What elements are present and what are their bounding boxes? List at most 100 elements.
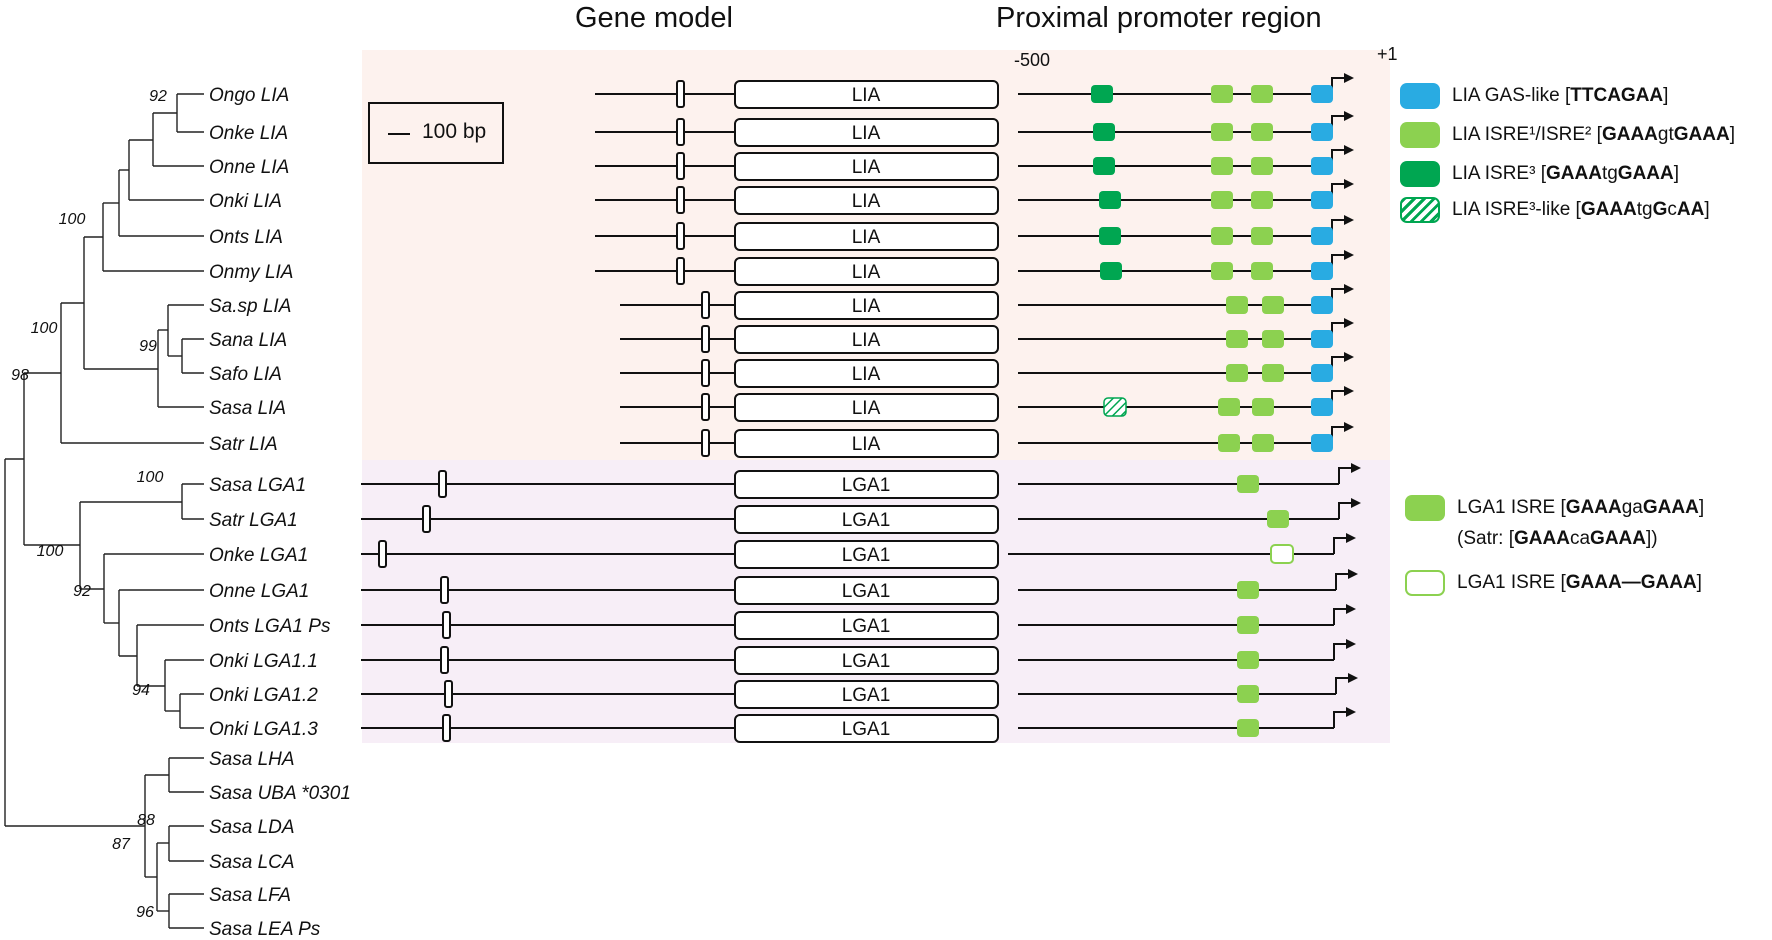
isre3-element bbox=[1100, 262, 1122, 280]
exon-box bbox=[734, 576, 999, 605]
legend-label: LIA ISRE³ [GAAAtgGAAA] bbox=[1452, 163, 1680, 184]
gas-element bbox=[1311, 330, 1333, 348]
tss-arrowhead bbox=[1344, 250, 1354, 260]
exon-label: LIA bbox=[852, 330, 881, 351]
tss-arrow bbox=[1338, 502, 1353, 519]
exon-marker bbox=[676, 152, 685, 180]
taxon-label: Satr LGA1 bbox=[209, 510, 298, 531]
bootstrap-label: 98 bbox=[11, 367, 29, 384]
isre12-element bbox=[1252, 398, 1274, 416]
exon-marker bbox=[440, 646, 449, 674]
taxon-label: Sasa LEA Ps bbox=[209, 919, 321, 940]
taxon-label: Onmy LIA bbox=[209, 262, 293, 283]
bootstrap-label: 88 bbox=[137, 812, 155, 829]
exon-box bbox=[734, 611, 999, 640]
exon-label: LIA bbox=[852, 262, 881, 283]
legend-swatch bbox=[1405, 495, 1445, 521]
exon-box bbox=[734, 429, 999, 458]
isre12-element bbox=[1251, 157, 1273, 175]
tss-arrow bbox=[1333, 537, 1348, 554]
isre3-element bbox=[1099, 191, 1121, 209]
exon-marker bbox=[701, 291, 710, 319]
exon-marker bbox=[442, 714, 451, 742]
exon-marker bbox=[676, 118, 685, 146]
isre12-element bbox=[1211, 227, 1233, 245]
legend-swatch bbox=[1400, 83, 1440, 109]
scale-bar bbox=[388, 133, 410, 135]
legend-swatch bbox=[1400, 197, 1440, 223]
exon-label: LIA bbox=[852, 123, 881, 144]
exon-marker bbox=[676, 257, 685, 285]
lga1-isre-gap-element bbox=[1270, 544, 1294, 564]
legend-item-gas: LIA GAS-like [TTCAGAA] bbox=[1400, 83, 1668, 109]
legend-label: LGA1 ISRE [GAAAgaGAAA] bbox=[1457, 497, 1705, 518]
gas-element bbox=[1311, 262, 1333, 280]
isre12-element bbox=[1211, 157, 1233, 175]
isre12-element bbox=[1211, 123, 1233, 141]
legend-label: LIA ISRE³-like [GAAAtgGcAA] bbox=[1452, 199, 1710, 220]
exon-label: LGA1 bbox=[842, 581, 891, 602]
tss-arrowhead bbox=[1344, 111, 1354, 121]
taxon-label: Onne LGA1 bbox=[209, 581, 309, 602]
taxon-label: Onki LIA bbox=[209, 191, 282, 212]
tss-arrow bbox=[1338, 467, 1353, 484]
taxon-label: Onke LGA1 bbox=[209, 545, 308, 566]
tss-arrowhead bbox=[1346, 604, 1356, 614]
isre12-element bbox=[1252, 434, 1274, 452]
taxon-label: Sasa LIA bbox=[209, 398, 286, 419]
tss-arrow bbox=[1333, 608, 1348, 625]
taxon-label: Sana LIA bbox=[209, 330, 287, 351]
bootstrap-label: 94 bbox=[132, 682, 150, 699]
exon-label: LIA bbox=[852, 398, 881, 419]
tss-arrowhead bbox=[1344, 73, 1354, 83]
gene-models: LIALIALIALIALIALIALIALIALIALIALIALGA1LGA… bbox=[361, 80, 999, 743]
scale-bar-label: 100 bp bbox=[422, 120, 487, 143]
taxon-label: Sa.sp LIA bbox=[209, 296, 291, 317]
tss-arrowhead bbox=[1344, 352, 1354, 362]
lga1-isre-element bbox=[1237, 719, 1259, 737]
tss-arrowhead bbox=[1344, 179, 1354, 189]
legend-item-lga1-isre-gap: LGA1 ISRE [GAAA—GAAA] bbox=[1405, 570, 1702, 596]
gas-element bbox=[1311, 123, 1333, 141]
phylogenetic-tree bbox=[4, 93, 204, 929]
exon-box bbox=[734, 118, 999, 147]
isre12-element bbox=[1218, 398, 1240, 416]
taxon-label: Sasa LFA bbox=[209, 885, 291, 906]
exon-marker bbox=[676, 222, 685, 250]
exon-marker bbox=[378, 540, 387, 568]
exon-label: LIA bbox=[852, 85, 881, 106]
bootstrap-label: 100 bbox=[37, 543, 64, 560]
tss-arrowhead bbox=[1348, 569, 1358, 579]
exon-marker bbox=[701, 393, 710, 421]
bootstrap-label: 99 bbox=[139, 338, 157, 355]
exon-box bbox=[734, 540, 999, 569]
promoter-region bbox=[1008, 73, 1361, 737]
exon-marker bbox=[422, 505, 431, 533]
exon-label: LIA bbox=[852, 157, 881, 178]
isre12-element bbox=[1251, 262, 1273, 280]
legend-label: LIA GAS-like [TTCAGAA] bbox=[1452, 85, 1669, 106]
scale-bar-box: 100 bp bbox=[368, 102, 504, 164]
taxon-label: Ongo LIA bbox=[209, 85, 289, 106]
exon-box bbox=[734, 325, 999, 354]
tss-arrowhead bbox=[1346, 707, 1356, 717]
taxon-label: Onts LGA1 Ps bbox=[209, 616, 331, 637]
promoter-region-header: Proximal promoter region bbox=[996, 2, 1322, 34]
exon-marker bbox=[438, 470, 447, 498]
exon-marker bbox=[442, 611, 451, 639]
tss-arrowhead bbox=[1351, 498, 1361, 508]
exon-marker bbox=[676, 80, 685, 108]
bootstrap-label: 92 bbox=[73, 583, 91, 600]
bootstrap-label: 100 bbox=[31, 320, 58, 337]
isre3-element bbox=[1093, 157, 1115, 175]
gas-element bbox=[1311, 85, 1333, 103]
isre3-element bbox=[1091, 85, 1113, 103]
legend-item-lga1-isre: LGA1 ISRE [GAAAgaGAAA] bbox=[1405, 495, 1704, 521]
exon-box bbox=[734, 291, 999, 320]
taxon-label: Onne LIA bbox=[209, 157, 289, 178]
isre12-element bbox=[1251, 191, 1273, 209]
legend-item-isre3-like: LIA ISRE³-like [GAAAtgGcAA] bbox=[1400, 197, 1710, 223]
tss-arrowhead bbox=[1346, 639, 1356, 649]
exon-label: LGA1 bbox=[842, 651, 891, 672]
exon-box bbox=[734, 222, 999, 251]
